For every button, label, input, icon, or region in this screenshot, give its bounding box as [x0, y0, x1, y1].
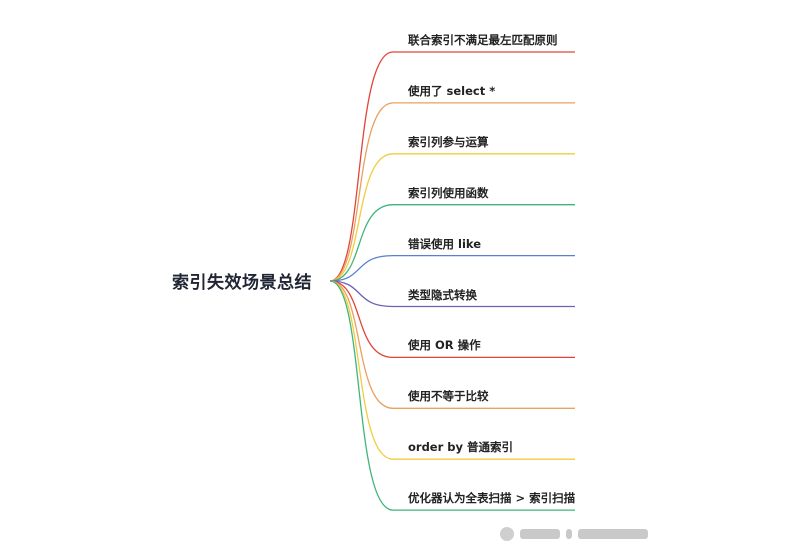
branch-connector [329, 280, 575, 359]
branch-connector [329, 280, 575, 409]
root-node[interactable]: 索引失效场景总结 [172, 273, 312, 293]
branch-connector [329, 280, 575, 511]
branch-connector [329, 204, 575, 282]
branch-node[interactable]: 类型隐式转换 [408, 287, 477, 302]
branch-connector [329, 254, 575, 282]
wechat-watermark-icon [500, 527, 514, 541]
branch-node[interactable]: 索引列参与运算 [408, 134, 489, 149]
branch-node[interactable]: 联合索引不满足最左匹配原则 [408, 33, 558, 47]
branch-connector [329, 51, 575, 282]
branch-node[interactable]: 错误使用 like [408, 236, 482, 251]
branch-node[interactable]: 使用 OR 操作 [408, 338, 481, 353]
branch-node[interactable]: 使用不等于比较 [408, 389, 489, 404]
branch-node[interactable]: 使用了 select * [408, 83, 496, 98]
branch-connector [329, 102, 575, 282]
branch-node[interactable]: 优化器认为全表扫描 > 索引扫描 [408, 491, 576, 506]
watermark [500, 524, 650, 544]
branch-connector [329, 280, 575, 308]
watermark-blur [578, 529, 648, 539]
branch-node[interactable]: order by 普通索引 [408, 440, 514, 455]
watermark-blur [566, 529, 572, 539]
branch-connector [329, 280, 575, 460]
branch-connector [329, 153, 575, 282]
watermark-blur [520, 529, 560, 539]
branch-node[interactable]: 索引列使用函数 [408, 185, 489, 200]
